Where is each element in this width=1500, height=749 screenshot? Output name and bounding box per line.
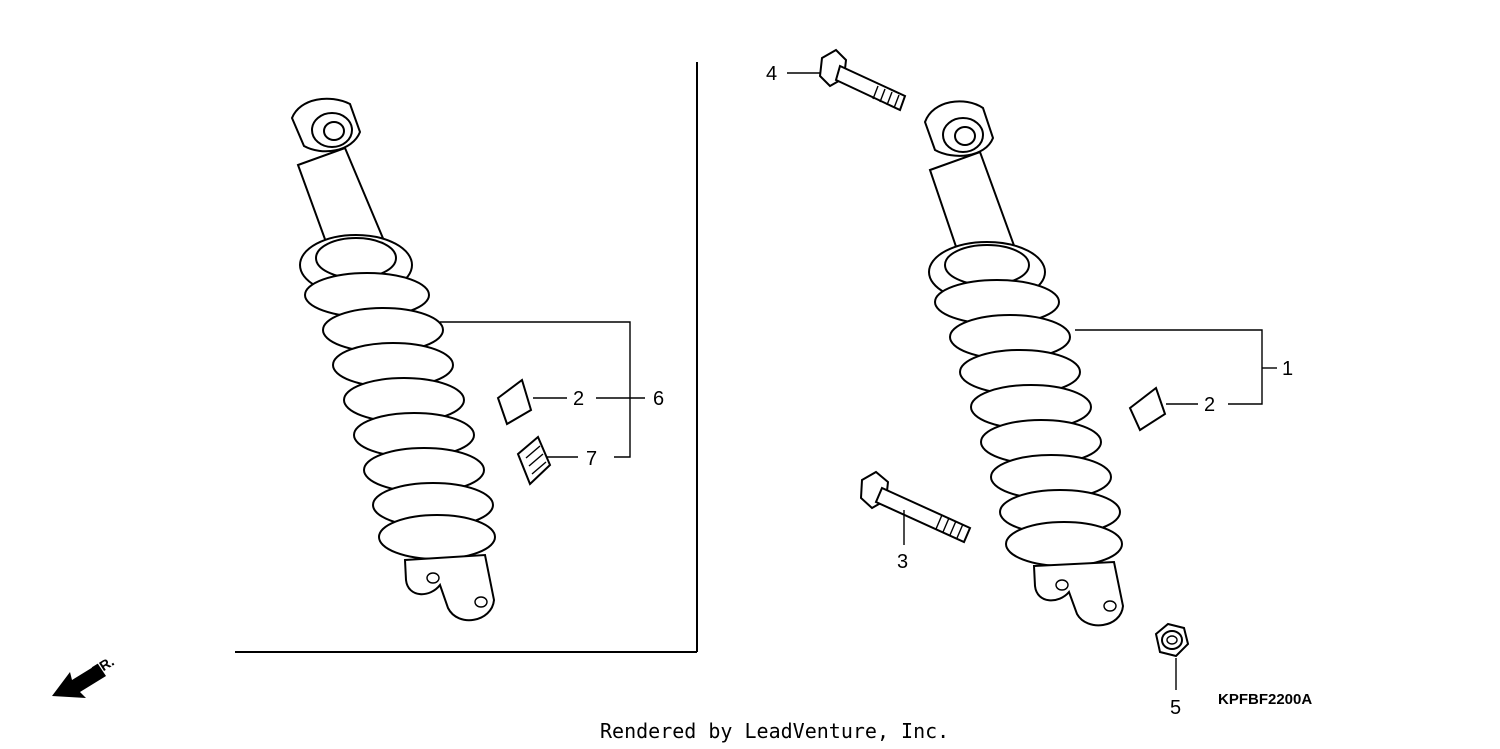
callout-left-assembly: 6 — [653, 388, 664, 410]
callout-nut: 5 — [1170, 697, 1181, 719]
callout-upper-bolt: 4 — [766, 63, 777, 85]
callout-left-seal: 2 — [573, 388, 584, 410]
front-indicator: FR. — [52, 653, 117, 698]
diagram-code: KPFBF2200A — [1218, 691, 1312, 708]
arrow-down-left-icon — [52, 664, 106, 698]
left-seal[interactable] — [496, 378, 533, 426]
right-shock-absorber[interactable] — [923, 100, 1125, 627]
left-decal[interactable] — [516, 435, 552, 486]
right-leader-lines — [1075, 329, 1277, 405]
left-top-mount — [290, 97, 362, 153]
right-bottom-mount — [1032, 560, 1125, 627]
callout-right-seal: 2 — [1204, 394, 1215, 416]
divider-frame — [235, 62, 698, 653]
left-bottom-mount — [403, 553, 496, 622]
right-spring — [928, 241, 1123, 567]
flange-nut[interactable] — [1154, 622, 1190, 658]
callout-left-decal: 7 — [586, 448, 597, 470]
callout-right-assembly: 1 — [1282, 358, 1293, 380]
left-shock-absorber[interactable] — [290, 97, 496, 622]
lower-bolt[interactable] — [859, 470, 972, 544]
right-seal[interactable] — [1128, 386, 1167, 432]
upper-bolt[interactable] — [818, 48, 907, 112]
credit-text: Rendered by LeadVenture, Inc. — [600, 719, 949, 743]
left-leader-lines — [440, 321, 645, 458]
left-spring — [299, 234, 496, 560]
callout-lower-bolt: 3 — [897, 551, 908, 573]
right-top-mount — [923, 100, 995, 157]
